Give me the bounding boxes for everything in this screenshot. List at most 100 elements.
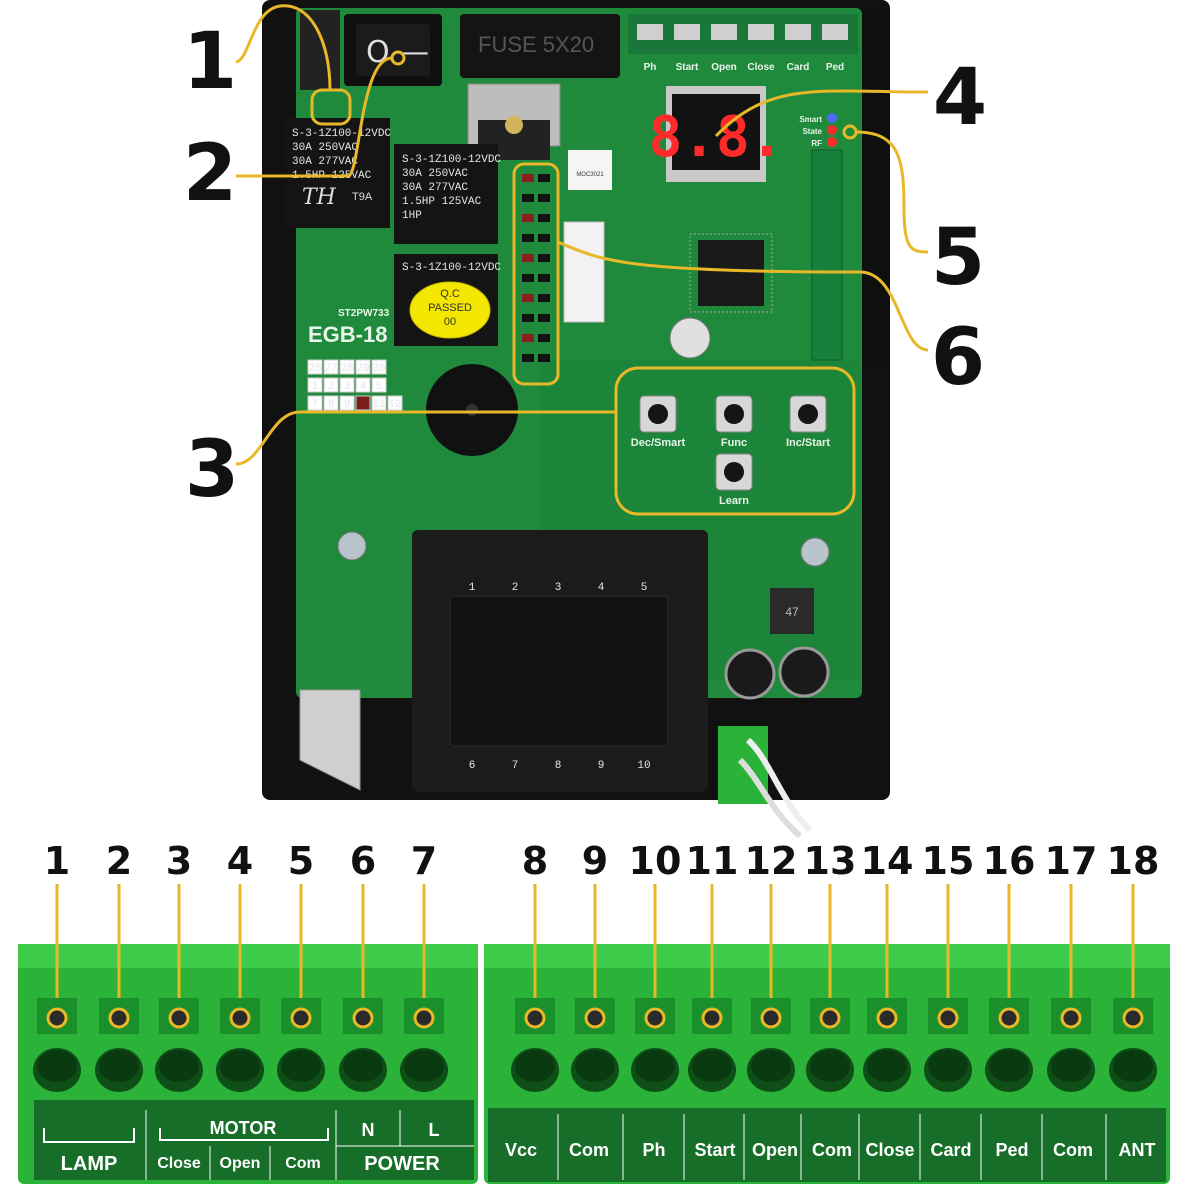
terminal-screw-head (692, 1050, 732, 1082)
jumper-label: 4 (360, 381, 367, 393)
label-power-n: N (362, 1120, 375, 1140)
terminal-clamp-14[interactable] (876, 1007, 898, 1029)
jumper-cell (371, 395, 387, 411)
transformer-pin-top: 1 (469, 582, 476, 594)
terminal-number-1: 1 (44, 839, 70, 883)
terminal-number-4: 4 (227, 839, 253, 883)
smd-column (522, 174, 550, 362)
label-close-6: Close (865, 1140, 914, 1160)
capacitor-2 (778, 646, 830, 698)
label-com-5: Com (812, 1140, 852, 1160)
relay-spec-line: 30A 277VAC (402, 182, 468, 194)
antenna-wire (745, 737, 813, 833)
motor-bracket (159, 1128, 329, 1141)
button-cap[interactable] (724, 404, 744, 424)
power-switch-rocker (356, 24, 430, 76)
input-label-close: Close (747, 62, 775, 73)
terminal-clamp-6[interactable] (352, 1007, 374, 1029)
jumper-cell (371, 359, 387, 375)
smd-resistor (522, 214, 534, 222)
smd-diode (538, 254, 550, 262)
terminal-number-5: 5 (288, 839, 314, 883)
terminal-number-13: 13 (804, 839, 857, 883)
right-block-top (484, 944, 1170, 968)
terminal-clamp-15[interactable] (937, 1007, 959, 1029)
terminal-number-9: 9 (582, 839, 608, 883)
terminal-clamp-1[interactable] (46, 1007, 68, 1029)
terminal-clamp-2[interactable] (108, 1007, 130, 1029)
button-label-dec-smart: Dec/Smart (631, 437, 686, 449)
jumper-cell (355, 395, 371, 411)
left-block-labels: LAMP MOTOR Close Open Com N L POWER (43, 1110, 474, 1180)
terminal-clamp-10[interactable] (644, 1007, 666, 1029)
terminal-clamp-12[interactable] (760, 1007, 782, 1029)
terminal-screw-head (159, 1050, 199, 1082)
terminal-clamp-13[interactable] (819, 1007, 841, 1029)
opto-ic (568, 150, 612, 190)
button-cap[interactable] (724, 462, 744, 482)
terminal-clamp-9[interactable] (584, 1007, 606, 1029)
jumper-label: 8 (328, 399, 335, 411)
relay-3: S-3-1Z100-12VDC Q.C PASSED 00 (394, 254, 501, 346)
microcontroller (698, 240, 764, 306)
terminal-clamp-7[interactable] (413, 1007, 435, 1029)
jumper-cell (307, 377, 323, 393)
input-label-ph: Ph (644, 62, 657, 73)
terminal-clamp-16[interactable] (998, 1007, 1020, 1029)
jumper-label: 3 (344, 381, 351, 393)
terminal-screw-head (575, 1050, 615, 1082)
input-led-strip (628, 14, 858, 54)
smd-diode (538, 174, 550, 182)
terminal-screw-head (635, 1050, 675, 1082)
callout-number-4: 4 (933, 53, 987, 143)
input-led-open (711, 24, 737, 40)
label-start-3: Start (694, 1140, 735, 1160)
button-cap[interactable] (798, 404, 818, 424)
smd-resistor (522, 294, 534, 302)
connector-top-left (300, 10, 340, 90)
terminal-number-2: 2 (106, 839, 132, 883)
terminal-screw-head (404, 1050, 444, 1082)
led-label-rf: RF (811, 139, 822, 148)
jumper-cell (323, 377, 339, 393)
terminal-clamp-3[interactable] (168, 1007, 190, 1029)
relay-brand: TH (302, 185, 337, 210)
relay-model: T9A (352, 191, 373, 203)
label-motor-close: Close (157, 1155, 201, 1172)
label-motor-open: Open (220, 1155, 261, 1172)
buzzer-hole (466, 404, 478, 416)
smd-diode (538, 234, 550, 242)
jumper-label: 5 (376, 381, 383, 393)
smd-resistor (522, 274, 534, 282)
terminal-clamp-18[interactable] (1122, 1007, 1144, 1029)
inductor (770, 588, 814, 634)
jumper-cell (323, 395, 339, 411)
terminal-clamp-11[interactable] (701, 1007, 723, 1029)
label-power-l: L (429, 1120, 440, 1140)
terminal-number-15: 15 (922, 839, 975, 883)
callout-number-3: 3 (185, 425, 239, 515)
terminal-screw-head (343, 1050, 383, 1082)
smd-resistor (522, 234, 534, 242)
transformer-pin-bottom: 8 (555, 760, 562, 772)
relay-spec-line: 30A 250VAC (292, 142, 358, 154)
jumper-cell (307, 359, 323, 375)
terminal-clamp-8[interactable] (524, 1007, 546, 1029)
terminal-clamp-17[interactable] (1060, 1007, 1082, 1029)
input-led-close (748, 24, 774, 40)
terminal-screw-head (515, 1050, 555, 1082)
antenna-wire-2 (737, 757, 802, 839)
qc-line-3: 00 (444, 316, 456, 328)
terminal-clamp-5[interactable] (290, 1007, 312, 1029)
terminal-number-8: 8 (522, 839, 548, 883)
jumper-cell (339, 395, 355, 411)
terminal-clamp-4[interactable] (229, 1007, 251, 1029)
leader-4 (714, 89, 929, 138)
button-cap[interactable] (648, 404, 668, 424)
callout-overlays (235, 4, 929, 516)
button-label-inc-start: Inc/Start (786, 437, 830, 449)
